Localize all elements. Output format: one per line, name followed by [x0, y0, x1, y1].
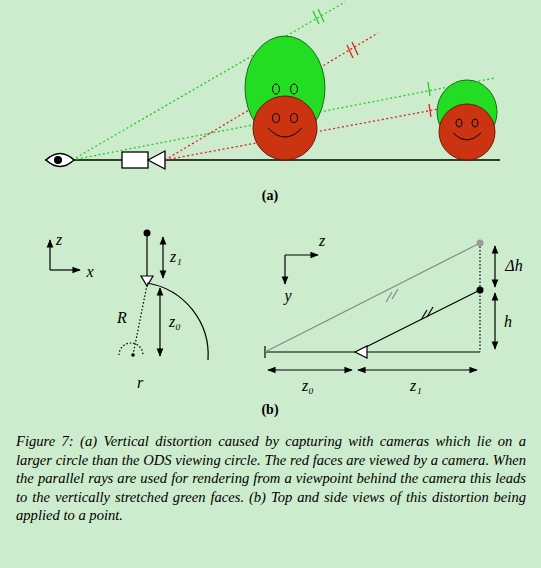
- eye-symbol: [46, 154, 74, 167]
- parallel-mark: [421, 310, 427, 320]
- diagram-label: z: [319, 233, 325, 249]
- face-eye: [291, 114, 298, 123]
- face-eye: [472, 119, 478, 127]
- axis-arrow: [284, 255, 285, 284]
- diagram-label: Δh: [505, 258, 522, 274]
- axis-arrow: [285, 254, 318, 255]
- parallel-mark: [392, 289, 398, 299]
- shifted-ray: [265, 243, 480, 352]
- diagram-label: r: [137, 375, 143, 391]
- camera-lens: [148, 151, 165, 169]
- parallel-mark: [352, 42, 358, 55]
- dimension-arrow: [494, 246, 495, 287]
- parallel-mark: [428, 82, 430, 96]
- point-dot: [477, 287, 484, 294]
- camera-body: [122, 152, 148, 168]
- camera-symbol: [141, 276, 153, 286]
- shifted-point: [477, 240, 484, 247]
- dimension-arrow: [162, 237, 163, 278]
- parallel-mark: [347, 45, 353, 58]
- height-line: [479, 243, 480, 352]
- diagram-label: x: [86, 264, 93, 280]
- radius-line: [133, 285, 147, 355]
- diagram-label: z₁: [170, 249, 182, 265]
- parallel-mark: [313, 11, 319, 24]
- diagram-label: (b): [261, 403, 278, 417]
- red-face: [439, 104, 495, 160]
- viewing-circle: [119, 343, 143, 355]
- face-mouth: [453, 133, 481, 140]
- capture-circle: [147, 283, 208, 360]
- parallel-mark: [318, 9, 324, 22]
- center-dot: [131, 353, 135, 357]
- diagram-label: y: [284, 288, 291, 304]
- parallel-mark: [429, 104, 431, 117]
- red-face: [253, 96, 317, 160]
- parallel-mark: [386, 292, 392, 302]
- point-dot: [144, 230, 151, 237]
- axis-arrow: [50, 269, 80, 270]
- diagram-label: z₁: [410, 378, 422, 394]
- dimension-arrow: [358, 369, 477, 370]
- dimension-arrow: [268, 369, 352, 370]
- dimension-arrow: [159, 288, 160, 356]
- ray-line: [146, 233, 147, 280]
- axis-arrow: [49, 240, 50, 270]
- face-eye: [291, 84, 298, 94]
- face-eye: [273, 84, 280, 94]
- diagram-label: h: [504, 314, 512, 330]
- diagram-label: R: [117, 310, 127, 326]
- ground-line: [45, 159, 500, 161]
- camera-ray: [358, 290, 480, 351]
- face-eye: [456, 119, 462, 127]
- baseline: [265, 351, 480, 352]
- diagram-label: (a): [262, 189, 278, 203]
- face-eye: [273, 114, 280, 123]
- camera-symbol: [355, 346, 367, 358]
- diagram-label: z₀: [169, 314, 181, 330]
- eye-pupil: [54, 156, 62, 164]
- diagram-label: z: [56, 232, 62, 248]
- face-mouth: [268, 128, 302, 137]
- figure-caption: Figure 7: (a) Vertical distortion caused…: [16, 432, 526, 525]
- diagram-label: z₀: [302, 378, 314, 394]
- parallel-mark: [427, 307, 433, 317]
- dimension-arrow: [494, 293, 495, 349]
- green-ray: [72, 2, 345, 160]
- red-ray: [165, 33, 378, 160]
